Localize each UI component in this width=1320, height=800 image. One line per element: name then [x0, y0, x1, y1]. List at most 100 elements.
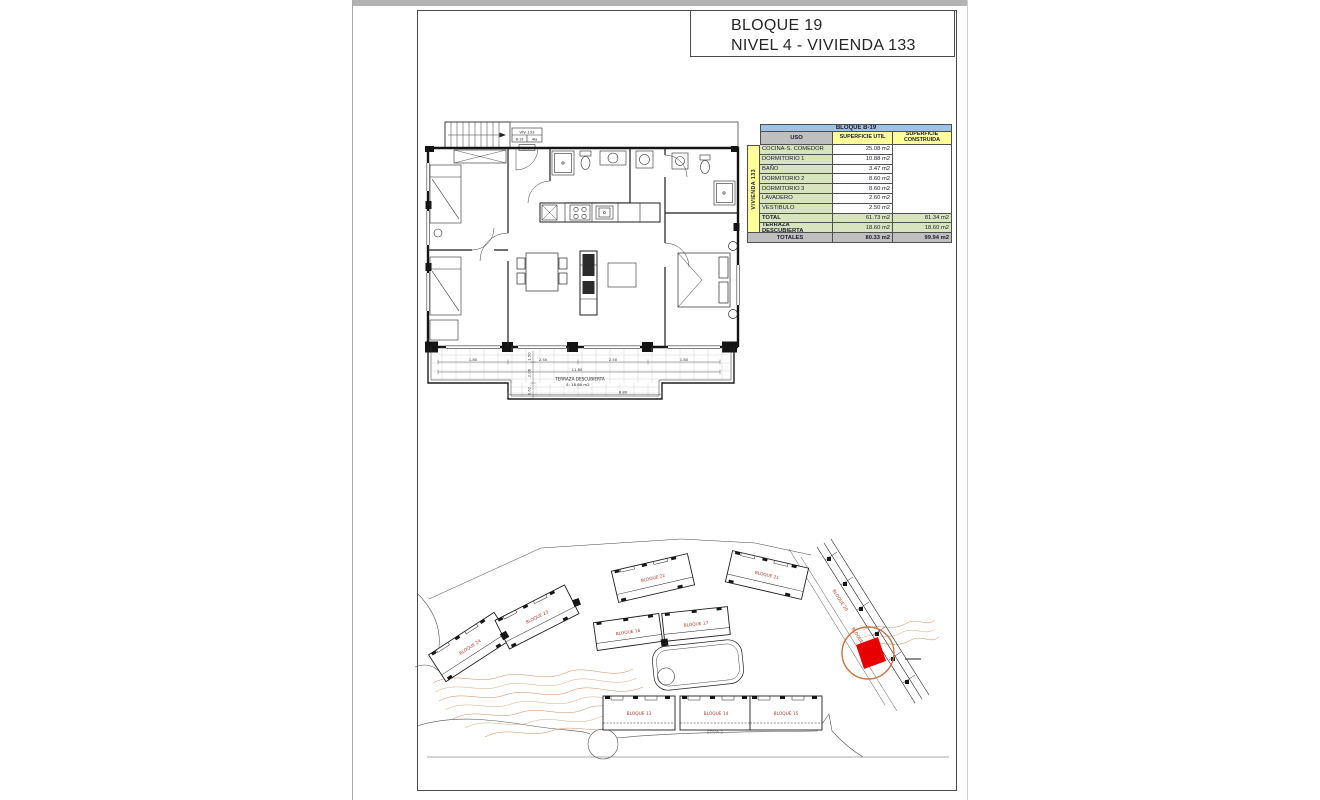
- site-building: BLOQUE 21: [724, 550, 810, 600]
- shower: [713, 180, 736, 206]
- chair: [516, 257, 526, 270]
- row-util: 2.60 m2: [833, 193, 893, 204]
- row-uso: VESTIBULO: [760, 203, 833, 214]
- terrace-area-label: S: 18.60 m2: [566, 382, 590, 387]
- table-block-header: BLOQUE B-19: [760, 124, 952, 132]
- title-line-2: NIVEL 4 - VIVIENDA 133: [731, 36, 916, 54]
- chair: [558, 257, 568, 270]
- dining-area: [516, 252, 568, 292]
- toilet-tank: [579, 150, 592, 157]
- dim-label: 11.80: [572, 367, 583, 372]
- washbasin: [607, 152, 619, 164]
- road-label: ETAPA 2: [707, 730, 724, 735]
- row-uso: COCINA-S. COMEDOR: [760, 145, 833, 155]
- pillow: [718, 256, 729, 279]
- toilet: [700, 160, 710, 174]
- building-strip-19-20: [816, 538, 930, 704]
- site-building: BLOQUE 15: [749, 695, 823, 731]
- col-header-construida: SUPERFICIE CONSTRUIDA: [893, 131, 952, 145]
- unit-tag-level: 4ta: [532, 137, 538, 141]
- col-header-uso: USO: [760, 131, 833, 145]
- dim-label: 1.80: [469, 357, 478, 362]
- stairwell: [444, 121, 739, 149]
- building-label: BLOQUE 14: [704, 711, 729, 717]
- double-bed: [677, 252, 731, 308]
- bathroom: [551, 150, 627, 176]
- dim-label: 0.62: [527, 386, 532, 395]
- stair-direction-arrow: [499, 132, 506, 138]
- site-building: BLOQUE 17: [661, 606, 731, 642]
- building-label: BLOQUE 13: [627, 711, 652, 717]
- site-boundary: [428, 538, 812, 600]
- row-uso: BAÑO: [760, 164, 833, 175]
- washbasin: [675, 156, 685, 166]
- terrace-tiles: [431, 347, 731, 399]
- unit-tag-title: VIV 133: [519, 129, 535, 134]
- interior-walls: [428, 148, 738, 347]
- stair-cores: [499, 598, 669, 647]
- site-plan-drawing: BLOQUE 20 BLOQUE 19 BLOQUE 24 BLOQUE 23: [415, 538, 949, 760]
- row-util: 3.47 m2: [833, 164, 893, 175]
- fridge: [541, 204, 558, 221]
- toilet-tank: [699, 154, 711, 161]
- dimension-lines: [437, 351, 721, 399]
- construida-empty-block: [893, 145, 952, 214]
- toilet: [580, 156, 591, 170]
- bedroom-2: [429, 256, 462, 341]
- highlighted-unit-marker: [856, 637, 886, 669]
- dim-label: 2.50: [539, 357, 548, 362]
- table-spacer: [747, 124, 760, 145]
- bed: [429, 256, 462, 316]
- stove: [569, 204, 591, 221]
- terrace: 1.80 2.50 2.50 1.80 11.80 6.80 1.50 2.06…: [427, 347, 735, 400]
- terraza-label: TERRAZA DESCUBIERTA: [760, 223, 833, 234]
- chair: [516, 272, 526, 285]
- sheet-left-edge: [352, 0, 353, 800]
- area-table: BLOQUE B-19 USO SUPERFICIE UTIL SUPERFIC…: [747, 124, 952, 243]
- structural-columns: [425, 146, 740, 353]
- tv-unit: [579, 250, 598, 316]
- row-uso: DORMITORIO 3: [760, 184, 833, 194]
- building-label: BLOQUE 22: [640, 573, 666, 584]
- chair: [558, 272, 568, 285]
- bedroom-1: [429, 149, 507, 238]
- unit-tag-block: B-19: [516, 137, 524, 141]
- dim-label: 2.50: [609, 357, 618, 362]
- swimming-pool: [651, 639, 745, 691]
- row-util: 25.08 m2: [833, 145, 893, 155]
- col-header-util: SUPERFICIE UTIL: [833, 131, 893, 145]
- row-uso: DORMITORIO 1: [760, 154, 833, 165]
- dining-table: [525, 252, 559, 292]
- row-util: 8.60 m2: [833, 174, 893, 185]
- row-util: 8.60 m2: [833, 184, 893, 194]
- building-label: BLOQUE 16: [615, 628, 641, 637]
- drawing-frame: [417, 10, 957, 791]
- laundry: [635, 150, 654, 169]
- terraza-construida: 18.60 m2: [893, 223, 952, 234]
- site-building: BLOQUE 13: [602, 695, 676, 731]
- site-building: BLOQUE 22: [610, 553, 696, 603]
- total-util: 61.73 m2: [833, 213, 893, 224]
- site-building: BLOQUE 16: [592, 613, 664, 651]
- total-construida: 81.34 m2: [893, 213, 952, 224]
- dim-label: 6.80: [619, 389, 628, 394]
- dim-label: 2.06: [527, 368, 532, 377]
- shower: [551, 150, 575, 176]
- bathroom-2: [671, 152, 736, 206]
- building-label: BLOQUE 17: [683, 620, 708, 629]
- bed: [429, 164, 462, 224]
- desk: [429, 319, 459, 341]
- kitchen: [539, 202, 661, 223]
- sheet-right-edge: [967, 0, 968, 800]
- row-uso: DORMITORIO 2: [760, 174, 833, 185]
- highlight-circle: [841, 626, 895, 680]
- nightstand: [433, 228, 443, 238]
- terrace-label: TERRAZA DESCUBIERTA: [554, 377, 605, 382]
- exterior-walls: [426, 146, 740, 349]
- door-swings: [471, 147, 690, 268]
- totales-construida: 99.94 m2: [893, 233, 952, 243]
- title-line-1: BLOQUE 19: [731, 17, 823, 34]
- cabinet: [607, 262, 637, 288]
- building-label: BLOQUE 21: [754, 570, 780, 581]
